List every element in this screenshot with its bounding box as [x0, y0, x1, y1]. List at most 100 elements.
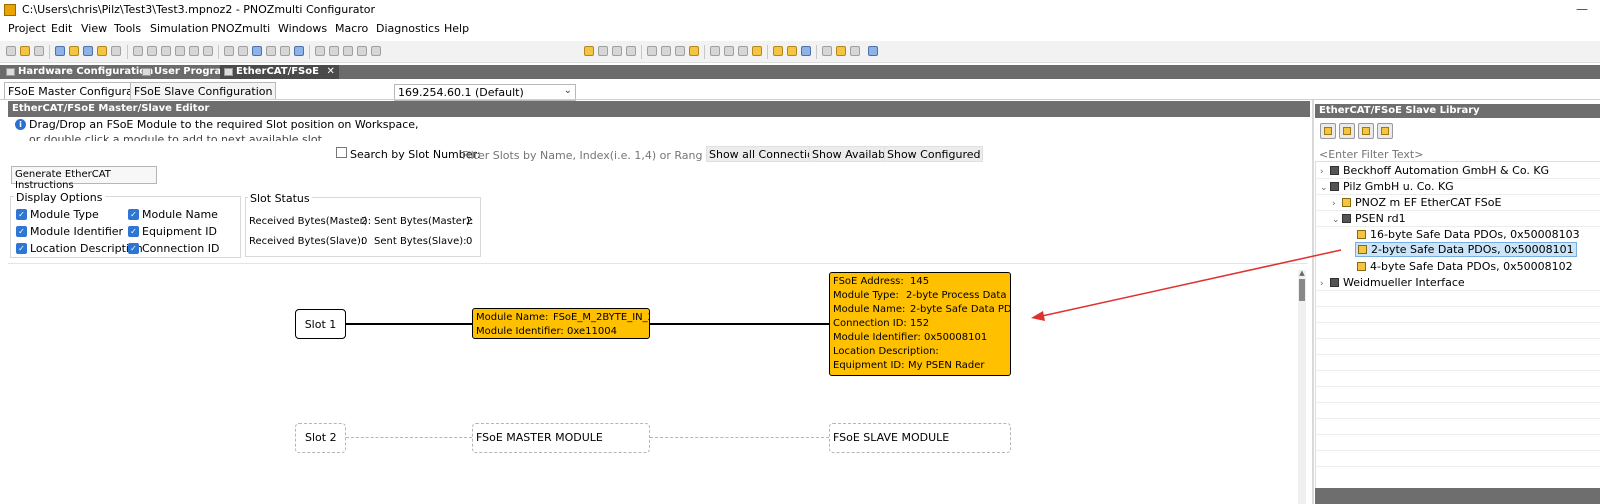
slave-module[interactable]: FSoE Address: 145 Module Type: 2-byte Pr… [829, 272, 1011, 376]
undo-icon[interactable] [189, 46, 199, 56]
delete-icon[interactable] [175, 46, 185, 56]
tree-node-weidmueller[interactable]: ›Weidmueller Interface [1320, 276, 1465, 289]
slot-1[interactable]: Slot 1 [295, 309, 346, 339]
chevron-down-icon[interactable] [280, 46, 290, 56]
zoom-in-icon[interactable] [224, 46, 234, 56]
menu-pnozmulti[interactable]: PNOZmulti [211, 22, 271, 35]
tree-node-2-byte-pdo[interactable]: 2-byte Safe Data PDOs, 0x50008101 [1355, 242, 1577, 257]
library-filter-input[interactable] [1315, 147, 1600, 162]
module-icon[interactable] [689, 46, 699, 56]
empty-slave-module[interactable]: FSoE SLAVE MODULE [829, 423, 1011, 453]
menu-view[interactable]: View [81, 22, 108, 35]
print-icon[interactable] [55, 46, 65, 56]
lock-icon[interactable] [97, 46, 107, 56]
tool-icon[interactable] [787, 46, 797, 56]
connect-device-icon[interactable] [584, 46, 594, 56]
upload-icon[interactable] [343, 46, 353, 56]
tool-icon[interactable] [773, 46, 783, 56]
module-name-checkbox[interactable]: ✓ [128, 209, 139, 220]
layout-icon[interactable] [266, 46, 276, 56]
copy-icon[interactable] [147, 46, 157, 56]
stop-icon[interactable] [598, 46, 608, 56]
location-description-checkbox[interactable]: ✓ [16, 243, 27, 254]
received-bytes-master-label: Received Bytes(Master): [249, 216, 372, 227]
tool-icon[interactable] [710, 46, 720, 56]
tool-icon[interactable] [724, 46, 734, 56]
tree-node-pilz[interactable]: ⌄Pilz GmbH u. Co. KG [1320, 180, 1454, 193]
workspace-scrollbar[interactable]: ▲ [1298, 270, 1306, 504]
empty-master-module[interactable]: FSoE MASTER MODULE [472, 423, 650, 453]
tool-icon[interactable] [315, 46, 325, 56]
zoom-out-icon[interactable] [238, 46, 248, 56]
cut-icon[interactable] [133, 46, 143, 56]
connection-id-checkbox[interactable]: ✓ [128, 243, 139, 254]
connection-id-label: Connection ID: [833, 318, 907, 329]
workspace[interactable] [8, 263, 1308, 504]
download-icon[interactable] [329, 46, 339, 56]
show-configured-button[interactable]: Show Configured [884, 146, 984, 162]
menu-diagnostics[interactable]: Diagnostics [376, 22, 440, 35]
refresh-library-icon[interactable] [1377, 123, 1393, 139]
menu-tools[interactable]: Tools [114, 22, 142, 35]
new-icon[interactable] [6, 46, 16, 56]
help-icon[interactable] [868, 46, 878, 56]
properties-panel-header [1315, 488, 1600, 504]
equipment-id-checkbox[interactable]: ✓ [128, 226, 139, 237]
menu-windows[interactable]: Windows [278, 22, 328, 35]
tree-node-4-byte-pdo[interactable]: 4-byte Safe Data PDOs, 0x50008102 [1357, 260, 1573, 273]
monitor-icon[interactable] [612, 46, 622, 56]
project-icon[interactable] [69, 46, 79, 56]
refresh-icon[interactable] [822, 46, 832, 56]
module-type-checkbox[interactable]: ✓ [16, 209, 27, 220]
menu-simulation[interactable]: Simulation [150, 22, 209, 35]
generate-ethercat-instructions-button[interactable]: Generate EtherCAT Instructions [11, 166, 157, 191]
diagnostic-icon[interactable] [626, 46, 636, 56]
ip-address-select[interactable]: 169.254.60.1 (Default) ⌄ [394, 84, 576, 101]
connect-icon[interactable] [252, 46, 262, 56]
redo-icon[interactable] [203, 46, 213, 56]
tool-icon[interactable] [752, 46, 762, 56]
scroll-up-icon[interactable]: ▲ [1299, 269, 1305, 277]
export-icon[interactable] [111, 46, 121, 56]
tab-user-programs[interactable]: User Programs [138, 65, 242, 79]
verify-icon[interactable] [371, 46, 381, 56]
collapse-all-icon[interactable] [1339, 123, 1355, 139]
save-icon[interactable] [34, 46, 44, 56]
minimize-button[interactable]: — [1576, 2, 1588, 16]
slot-filter-input[interactable] [462, 148, 702, 162]
slot-2[interactable]: Slot 2 [295, 423, 346, 453]
tool-icon[interactable] [738, 46, 748, 56]
scrollbar-thumb[interactable] [1299, 279, 1305, 301]
chevron-down-icon[interactable] [850, 46, 860, 56]
import-esi-icon[interactable] [1358, 123, 1374, 139]
menu-project[interactable]: Project [8, 22, 46, 35]
tree-node-16-byte-pdo[interactable]: 16-byte Safe Data PDOs, 0x50008103 [1357, 228, 1580, 241]
menu-help[interactable]: Help [444, 22, 470, 35]
device-icon[interactable] [675, 46, 685, 56]
user-icon[interactable] [647, 46, 657, 56]
settings-icon[interactable] [83, 46, 93, 56]
paste-icon[interactable] [161, 46, 171, 56]
open-icon[interactable] [20, 46, 30, 56]
master-module[interactable]: Module Name: FSoE_M_2BYTE_IN_2B Module I… [472, 308, 650, 339]
tab-ethercat-fsoe[interactable]: EtherCAT/FSoE ✕ [220, 65, 339, 79]
network-icon[interactable] [294, 46, 304, 56]
menu-macro[interactable]: Macro [335, 22, 369, 35]
compare-icon[interactable] [357, 46, 367, 56]
search-by-slot-checkbox[interactable] [336, 147, 347, 158]
tab-hardware-configuration[interactable]: Hardware Configuration [2, 65, 157, 79]
user-group-icon[interactable] [661, 46, 671, 56]
tab-fsoe-master-configuration[interactable]: FSoE Master Configuration [4, 82, 158, 99]
close-icon[interactable]: ✕ [326, 66, 335, 77]
expand-all-icon[interactable] [1320, 123, 1336, 139]
note-icon[interactable] [836, 46, 846, 56]
tree-node-beckhoff[interactable]: ›Beckhoff Automation GmbH & Co. KG [1320, 164, 1550, 177]
module-identifier-checkbox[interactable]: ✓ [16, 226, 27, 237]
panel-splitter[interactable] [1312, 100, 1314, 504]
tree-node-psen-rd1[interactable]: ⌄PSEN rd1 [1332, 212, 1406, 225]
tree-node-pnoz-ethercat[interactable]: ›PNOZ m EF EtherCAT FSoE [1332, 196, 1502, 209]
tree-node-label: 16-byte Safe Data PDOs, 0x50008103 [1370, 228, 1580, 241]
tab-fsoe-slave-configuration[interactable]: FSoE Slave Configuration [130, 82, 277, 99]
menu-edit[interactable]: Edit [51, 22, 73, 35]
tool-icon[interactable] [801, 46, 811, 56]
